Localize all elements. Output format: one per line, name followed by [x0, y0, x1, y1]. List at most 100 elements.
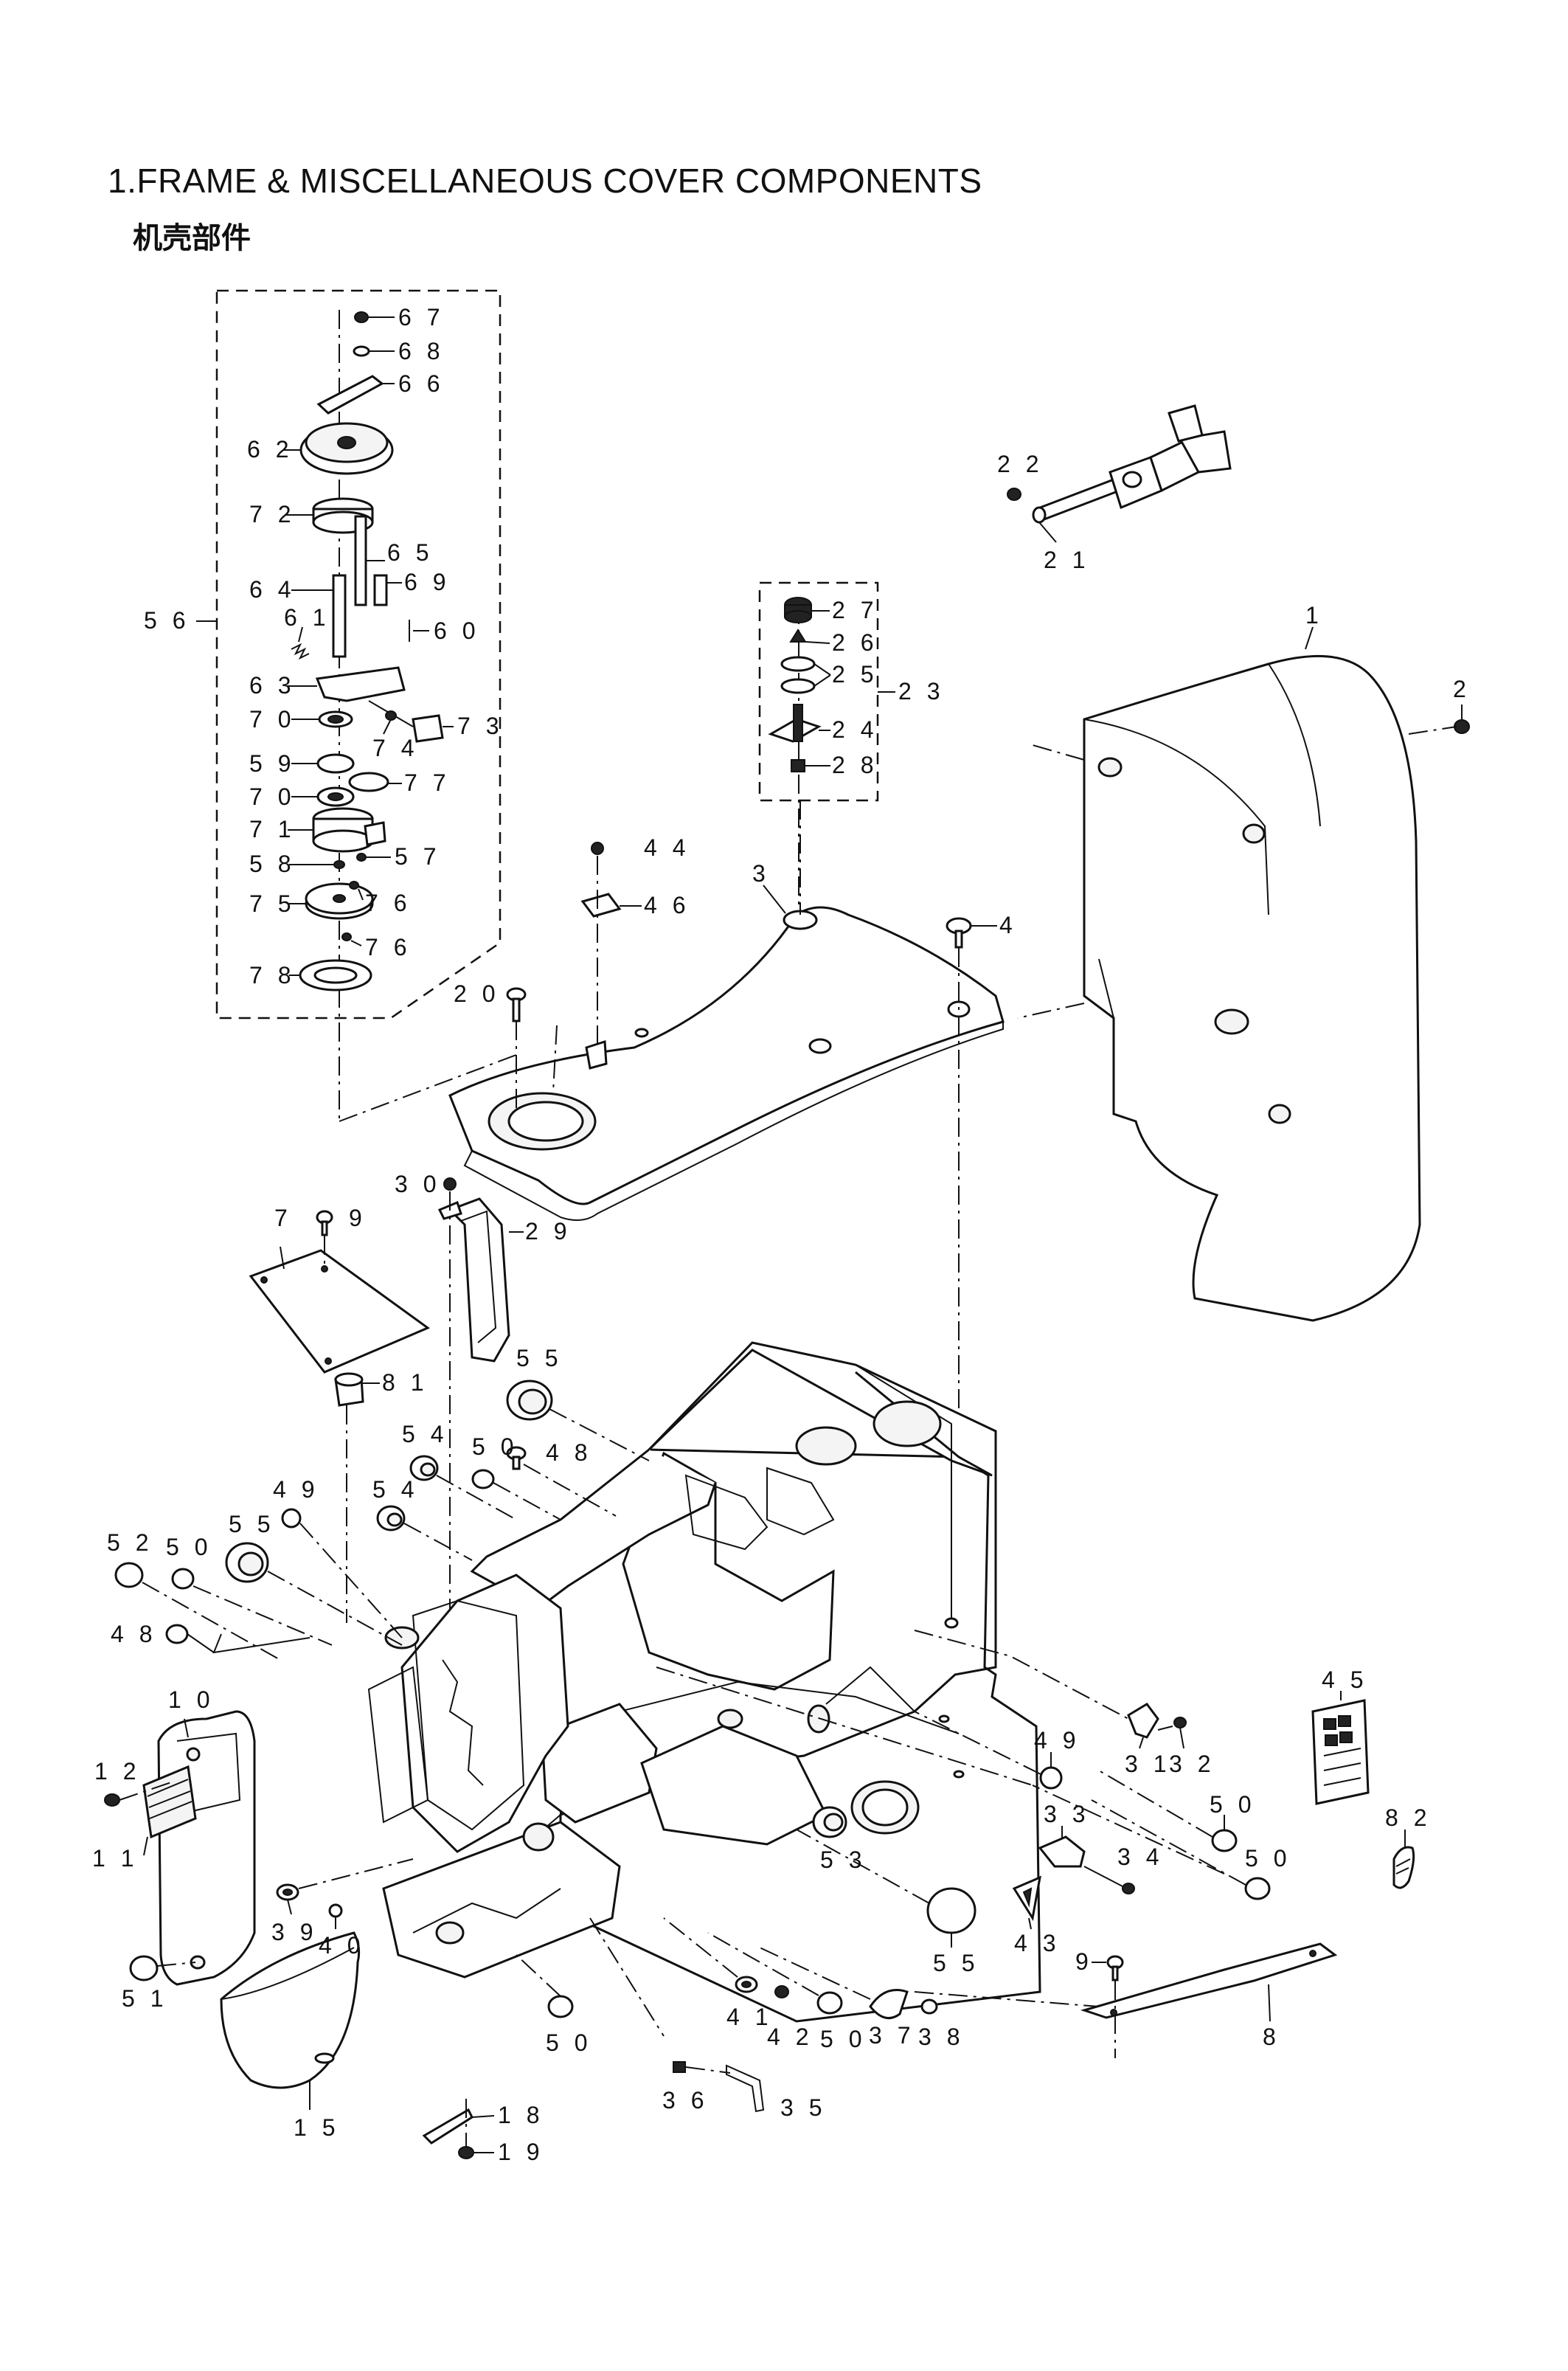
bracket-31: [1127, 1703, 1159, 1749]
callout-39: 3 9: [271, 1919, 317, 1945]
callout-71: 7 1: [249, 816, 295, 842]
callout-48a: 4 8: [546, 1439, 592, 1466]
callout-50f: 5 0: [820, 2026, 866, 2052]
face-cover-10: [157, 1710, 256, 1986]
callout-33: 3 3: [1044, 1801, 1089, 1827]
callout-52: 5 2: [107, 1529, 153, 1556]
callout-50e: 5 0: [546, 2029, 592, 2056]
screw-48a: [506, 1446, 527, 1470]
plug-50e: [547, 1995, 574, 2018]
callout-69: 6 9: [404, 569, 450, 595]
callout-56: 5 6: [144, 607, 190, 634]
gasket-78: [289, 959, 372, 991]
cover-plate-8: [1080, 1942, 1338, 2022]
cam-plate-62: [284, 422, 394, 475]
screw-38: [920, 1998, 938, 2015]
callout-49a: 4 9: [273, 1476, 319, 1503]
callout-48b: 4 8: [111, 1621, 156, 1647]
bearing-70a: [291, 710, 353, 728]
page-subtitle: 机壳部件: [133, 221, 251, 255]
callout-4: 4: [999, 912, 1017, 938]
callout-32: 3 2: [1169, 1751, 1215, 1777]
tag-82: [1392, 1830, 1415, 1889]
pin-60: [409, 620, 429, 642]
screw-48b: [165, 1624, 215, 1653]
callout-28: 2 8: [832, 752, 878, 778]
screw-2: [1454, 705, 1470, 734]
screw-67: [354, 311, 395, 323]
screw-44: [591, 842, 604, 855]
bracket-41: [735, 1976, 758, 1993]
label-11: [142, 1765, 197, 1856]
callout-45: 4 5: [1322, 1666, 1367, 1693]
plug-50d: [1244, 1877, 1271, 1900]
callout-25: 2 5: [832, 661, 878, 688]
callout-76a: 7 6: [365, 890, 411, 916]
callout-62: 6 2: [247, 436, 293, 463]
callout-34: 3 4: [1117, 1844, 1163, 1870]
callout-22: 2 2: [997, 451, 1043, 477]
callout-12: 1 2: [94, 1758, 140, 1785]
callout-76b: 7 6: [365, 934, 411, 960]
callout-labels: 6 7 6 8 6 6 6 2 7 2 6 5 6 4 6 9 5 6 6 1 …: [92, 304, 1466, 2165]
top-cover-3: [448, 885, 1005, 1221]
callout-40: 4 0: [319, 1932, 364, 1959]
callout-58: 5 8: [249, 851, 295, 877]
spring-61: [291, 626, 310, 660]
callout-55a: 5 5: [516, 1345, 562, 1371]
callout-78: 7 8: [249, 962, 295, 989]
screw-76b: [341, 932, 362, 946]
washers-25: [780, 656, 831, 694]
hinge-35: [726, 2064, 765, 2113]
clip-37: [869, 1989, 909, 2020]
callout-51: 5 1: [122, 1985, 167, 2012]
callout-74: 7 4: [372, 735, 418, 761]
screw-76a: [349, 881, 364, 901]
clip-46-mounted: [585, 1039, 608, 1070]
callout-54a: 5 4: [402, 1421, 448, 1447]
callout-68: 6 8: [398, 338, 444, 364]
callout-73: 7 3: [457, 713, 503, 739]
callout-21: 2 1: [1044, 547, 1089, 573]
callout-77: 7 7: [404, 769, 450, 796]
callout-15: 1 5: [294, 2114, 339, 2141]
crank-63: [288, 666, 406, 702]
callout-63: 6 3: [249, 672, 295, 699]
callout-57: 5 7: [395, 843, 440, 870]
callout-10: 1 0: [168, 1686, 214, 1713]
shaft-65: [354, 515, 385, 606]
screw-9a: [316, 1210, 333, 1236]
screw-57: [356, 853, 391, 862]
callout-35: 3 5: [780, 2094, 826, 2121]
callout-38: 3 8: [918, 2024, 964, 2050]
plug-51: [129, 1955, 196, 1981]
callout-46: 4 6: [644, 892, 690, 918]
callout-64: 6 4: [249, 576, 295, 603]
plug-52: [114, 1562, 144, 1588]
plug-54b: [376, 1505, 406, 1531]
callout-36: 3 6: [662, 2087, 708, 2114]
screw-19: [458, 2146, 494, 2159]
callout-82: 8 2: [1385, 1804, 1431, 1831]
callout-60: 6 0: [434, 617, 479, 644]
post-24: [768, 704, 830, 743]
washer-68: [353, 345, 395, 357]
callout-24: 2 4: [832, 716, 878, 743]
callout-1: 1: [1305, 602, 1323, 629]
nut-28: [791, 759, 830, 772]
callout-43: 4 3: [1014, 1930, 1060, 1956]
callout-42: 4 2: [767, 2024, 813, 2050]
shaft-64: [291, 574, 347, 658]
callout-3: 3: [752, 860, 770, 887]
triangle-43: [1012, 1875, 1041, 1930]
callout-50b: 5 0: [166, 1534, 212, 1560]
screw-22: [1007, 488, 1021, 501]
pin-69: [373, 574, 402, 606]
shaft-21: [1032, 478, 1122, 543]
spring-26: [789, 629, 830, 644]
plug-49b: [1039, 1752, 1063, 1790]
callout-7: 7: [274, 1205, 292, 1231]
clip-46: [580, 893, 642, 918]
knob-27: [784, 597, 830, 623]
